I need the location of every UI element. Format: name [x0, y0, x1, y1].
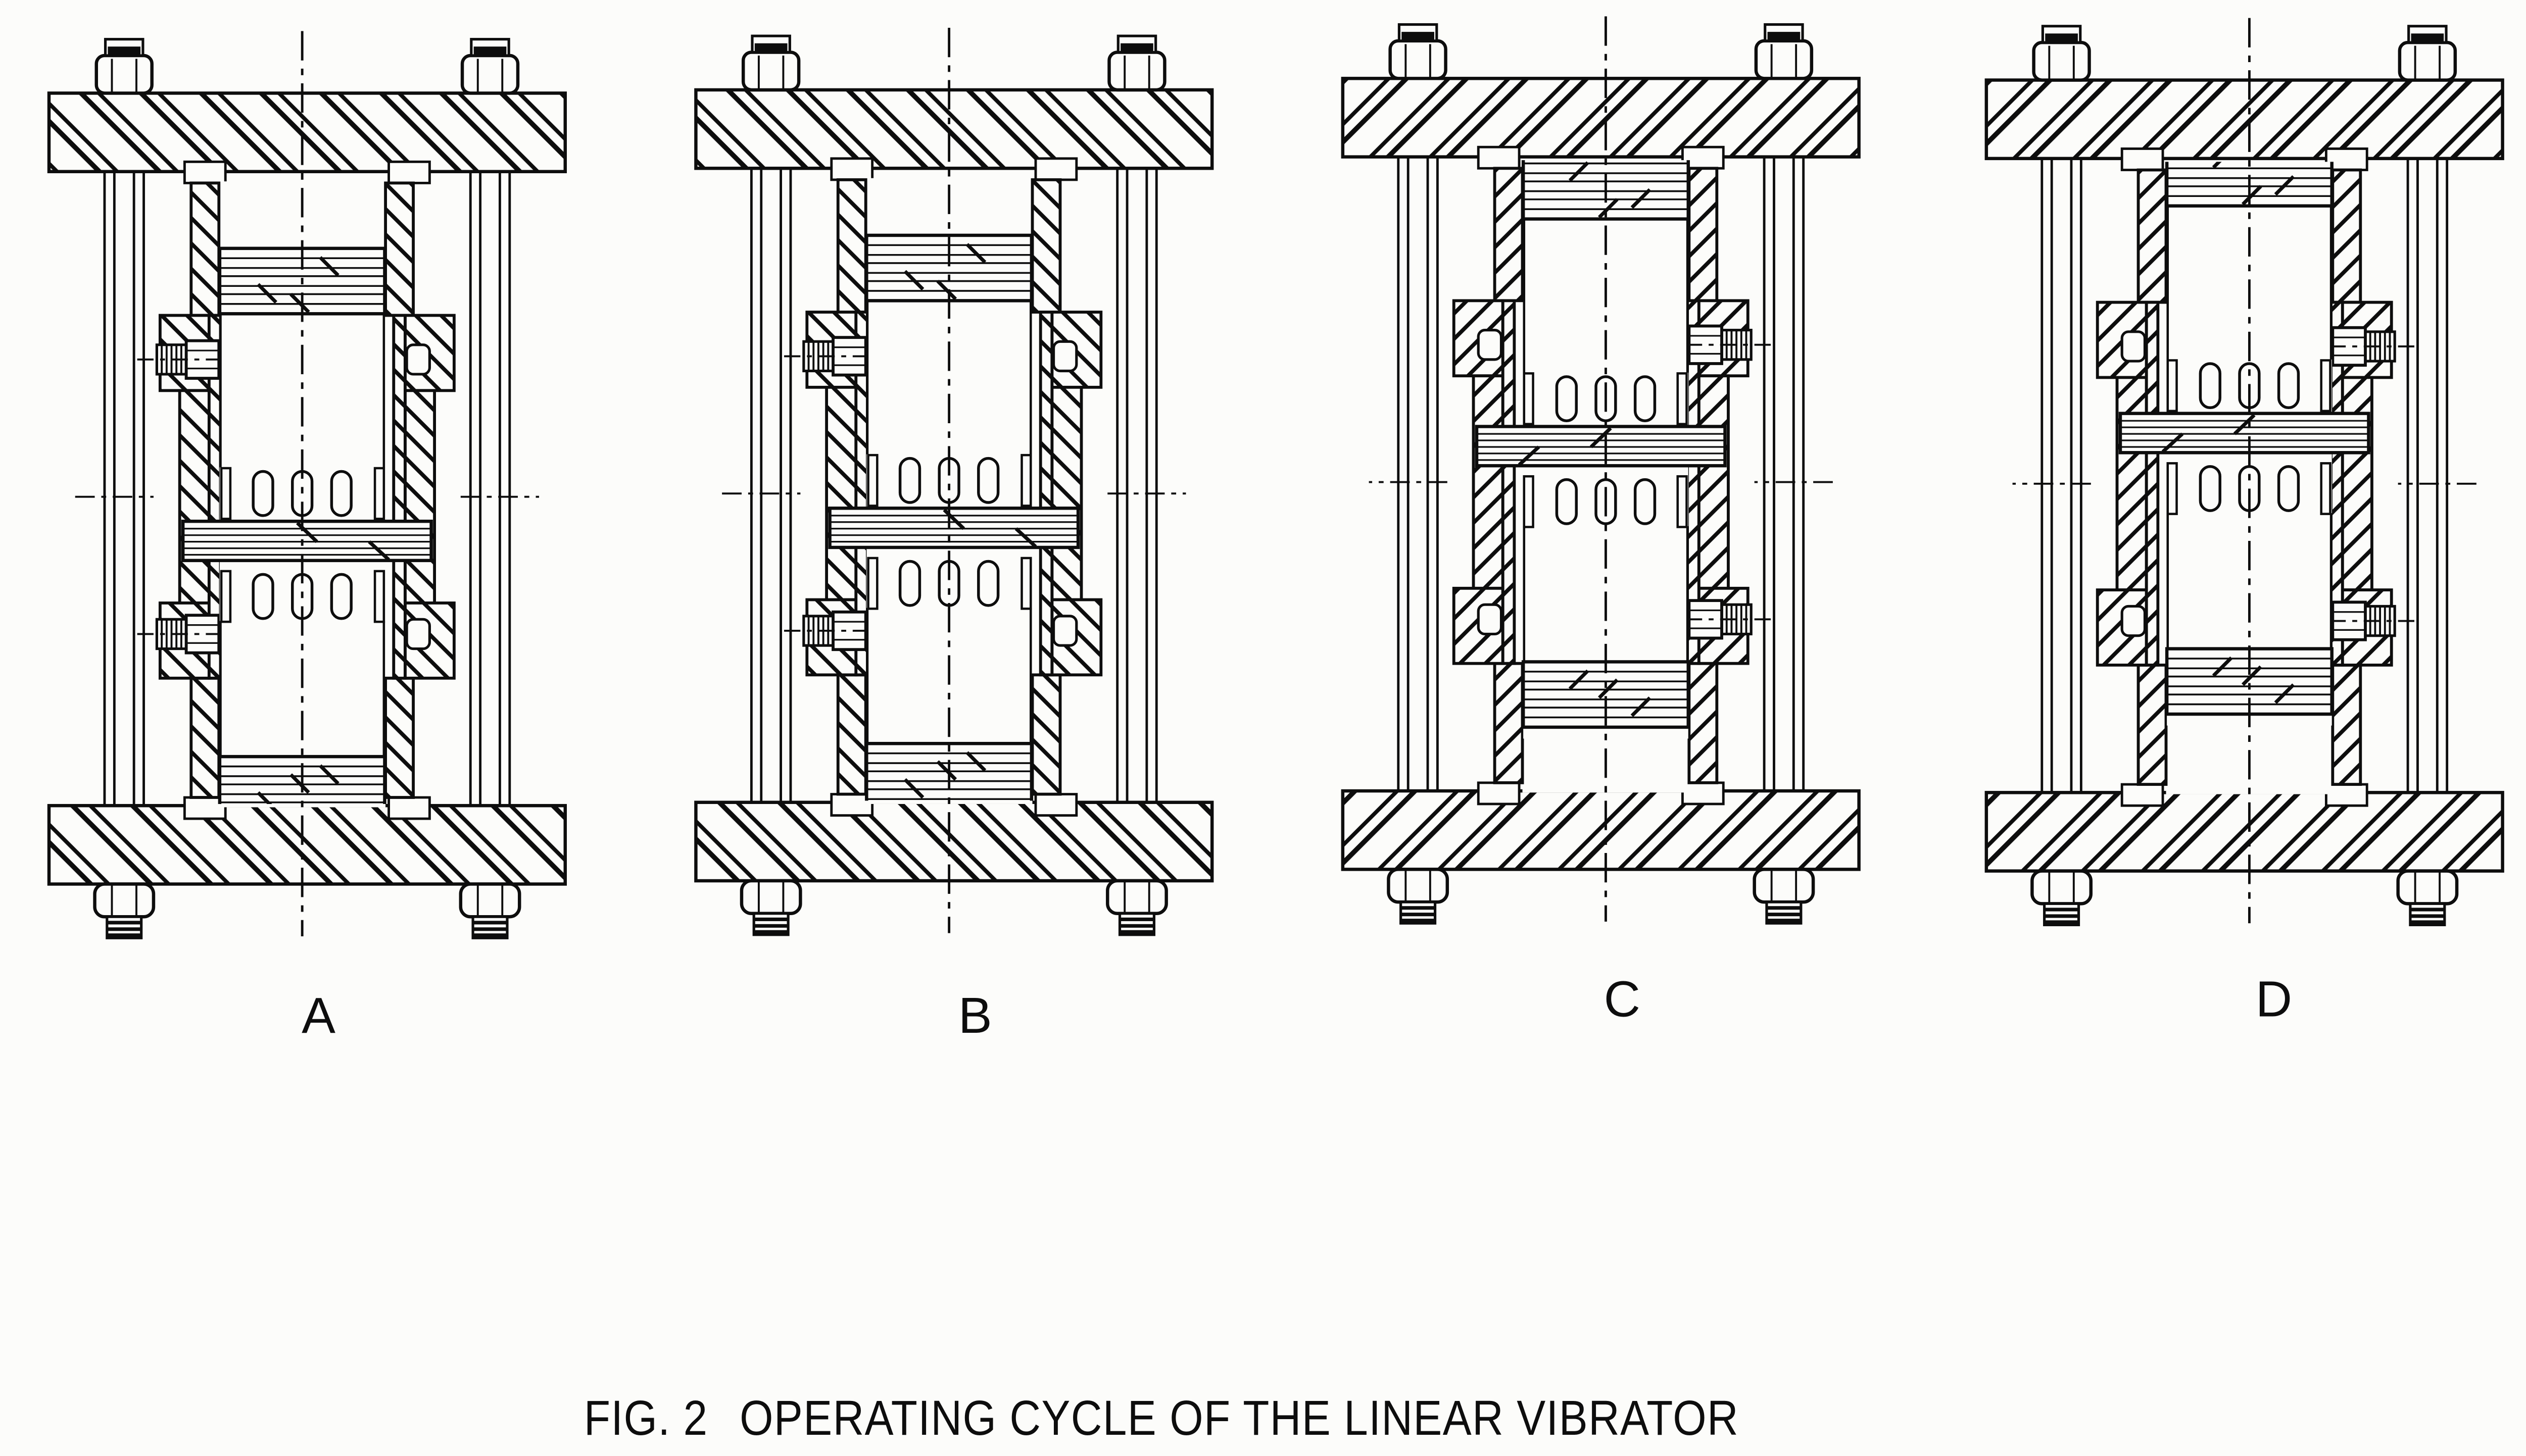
figure-title: OPERATING CYCLE OF THE LINEAR VIBRATOR [740, 1391, 1739, 1445]
panel-label-c: C [1604, 971, 1640, 1028]
figure-caption: FIG. 2 OPERATING CYCLE OF THE LINEAR VIBR… [584, 1391, 1739, 1445]
vibrator-cross-section-b [696, 28, 1212, 935]
panel-label-b: B [958, 987, 992, 1044]
caption-text: FIG. 2 OPERATING CYCLE OF THE LINEAR VIBR… [584, 1391, 1739, 1445]
vibrator-panels [49, 16, 2503, 938]
panel-label-d: D [2256, 971, 2292, 1028]
panel-label-a: A [302, 987, 335, 1044]
figure-number: FIG. 2 [584, 1391, 708, 1445]
panel-labels: A B C D [302, 971, 2292, 1044]
vibrator-cross-section-a [49, 31, 565, 938]
vibrator-cross-section-c [1343, 16, 1859, 923]
vibrator-cross-section-d [1986, 18, 2503, 925]
